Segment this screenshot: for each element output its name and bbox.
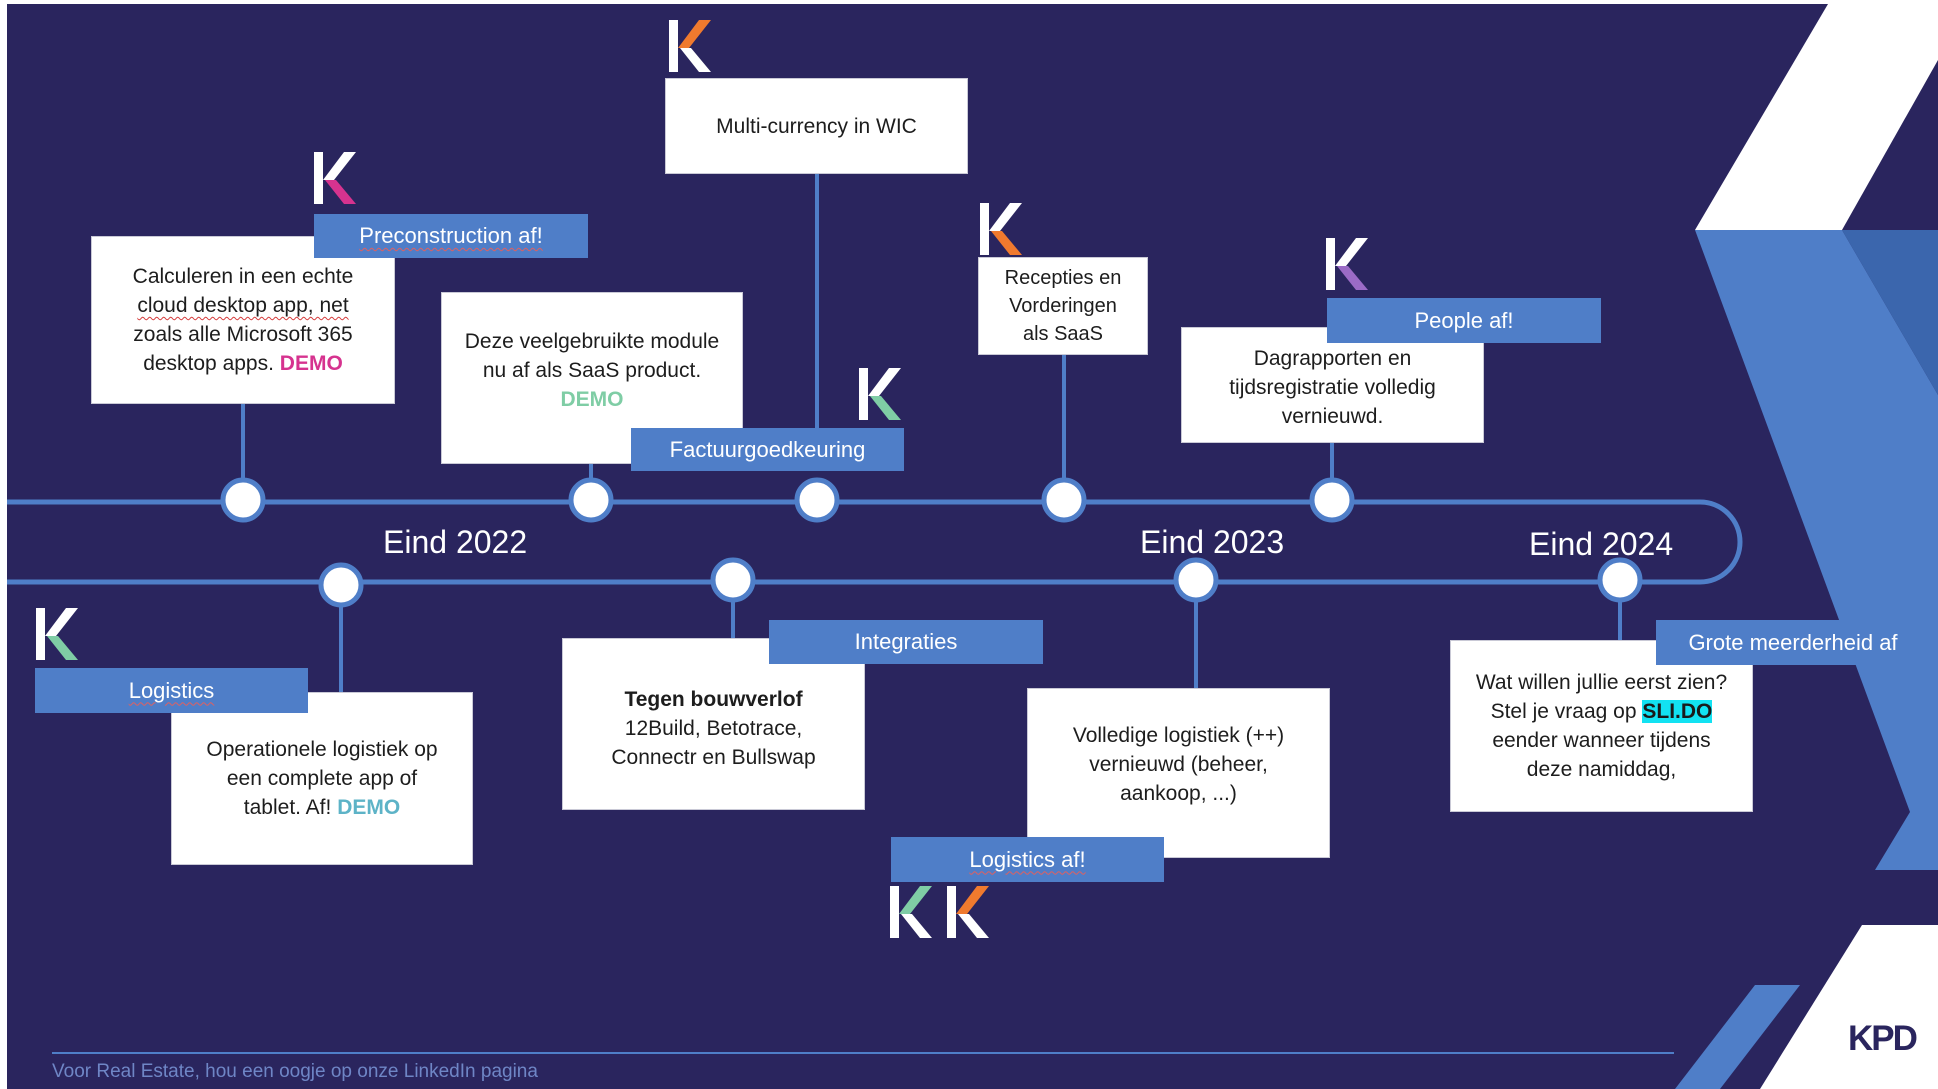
card-line: Stel je vraag op SLI.DO (1491, 697, 1713, 726)
milestone-card-sli-do: Wat willen jullie eerst zien? Stel je vr… (1450, 640, 1753, 812)
card-line-text: desktop apps. (143, 352, 274, 375)
timeline-node (1041, 477, 1087, 523)
teal-k-icon (890, 886, 932, 938)
chevron-dark-overlay (1842, 230, 1938, 395)
card-line: vernieuwd. (1281, 404, 1384, 428)
card-line: nu af als SaaS product. (482, 358, 702, 382)
orange-k-icon (980, 203, 1022, 255)
timeline-node (220, 477, 266, 523)
corner-white (1760, 925, 1938, 1089)
tag-people: People af! (1327, 298, 1601, 343)
card-line: Deze veelgebruikte module (464, 329, 720, 353)
purple-k-icon (1326, 238, 1368, 290)
timeline-node (1597, 557, 1643, 603)
tag-label: Logistics af! (969, 846, 1086, 872)
card-line: eender wanneer tijdens (1492, 729, 1711, 752)
card-line: Operationele logistiek op (206, 738, 438, 761)
milestone-card-logistics-renewed: Volledige logistiek (++) vernieuwd (behe… (1027, 688, 1330, 858)
timeline-node (1173, 557, 1219, 603)
card-line: vernieuwd (beheer, (1089, 752, 1268, 776)
card-line: Dagrapporten en (1253, 346, 1412, 370)
year-label: Eind 2024 (1529, 526, 1674, 562)
timeline-node (710, 557, 756, 603)
footer-text: Voor Real Estate, hou een oogje op onze … (52, 1061, 538, 1082)
card-line: tijdsregistratie volledig (1229, 375, 1436, 399)
year-label: Eind 2023 (1140, 524, 1285, 560)
demo-link[interactable]: DEMO (279, 352, 343, 375)
card-line: tablet. Af! DEMO (244, 793, 400, 822)
card-line: zoals alle Microsoft 365 (133, 323, 353, 346)
card-line: als SaaS (1022, 323, 1104, 345)
tag-logistics-af: Logistics af! (891, 837, 1164, 882)
green-k-icon (859, 368, 901, 420)
milestone-card-multi-currency: Multi-currency in WIC (665, 78, 968, 174)
tag-label: Preconstruction af! (359, 223, 543, 248)
card-title: Tegen bouwverlof (624, 687, 803, 711)
card-line: 12Build, Betotrace, (624, 716, 803, 740)
milestone-card-integraties: Tegen bouwverlof 12Build, Betotrace, Con… (562, 638, 865, 810)
card-line: Wat willen jullie eerst zien? (1475, 671, 1728, 694)
slido-link[interactable]: SLI.DO (1642, 700, 1713, 723)
card-line: deze namiddag, (1526, 758, 1677, 781)
tag-integraties: Integraties (769, 620, 1043, 664)
milestone-card-preconstruction: Calculeren in een echte cloud desktop ap… (91, 236, 395, 404)
milestone-card-logistics: Operationele logistiek op een complete a… (171, 692, 473, 865)
tag-grote-meerderheid: Grote meerderheid af (1656, 620, 1930, 665)
orange-k-icon (669, 20, 711, 72)
tag-label: Logistics (128, 677, 215, 703)
timeline-rail (7, 499, 1743, 585)
card-line-text: cloud desktop app, net (137, 294, 349, 317)
card-line: Calculeren in een echte (132, 265, 354, 288)
milestone-card-saas-module: Deze veelgebruikte module nu af als SaaS… (441, 292, 743, 464)
timeline-node (794, 477, 840, 523)
card-line: Volledige logistiek (++) (1072, 723, 1285, 747)
card-line: een complete app of (226, 767, 418, 790)
demo-link[interactable]: DEMO (337, 796, 401, 819)
milestone-card-recepties: Recepties en Vorderingen als SaaS (978, 257, 1148, 355)
orange-k-icon (947, 886, 989, 938)
demo-link[interactable]: DEMO (560, 387, 624, 411)
chevron-white-top (1695, 4, 1938, 230)
card-line-text: Stel je vraag op (1490, 700, 1637, 723)
timeline-node (1309, 477, 1355, 523)
card-line: aankoop, ...) (1120, 781, 1237, 805)
tag-factuurgoedkeuring: Factuurgoedkeuring (631, 428, 904, 471)
card-line: Recepties en (1004, 267, 1122, 289)
card-line: Vorderingen (1009, 295, 1117, 317)
milestone-card-people: Dagrapporten en tijdsregistratie volledi… (1181, 327, 1484, 443)
pink-k-icon (314, 152, 356, 204)
tag-preconstruction: Preconstruction af! (314, 214, 588, 258)
brand-logo: KPD (1848, 1019, 1918, 1058)
card-line-text: tablet. Af! (243, 796, 332, 819)
year-label: Eind 2022 (383, 524, 528, 560)
teal-k-icon (36, 608, 78, 660)
timeline-node (568, 477, 614, 523)
tag-logistics: Logistics (35, 668, 308, 713)
timeline-node (318, 562, 364, 608)
card-line: Multi-currency in WIC (716, 114, 917, 138)
card-line: desktop apps. DEMO (143, 349, 343, 378)
chevron-blue (1695, 230, 1938, 870)
card-line: cloud desktop app, net (137, 291, 348, 320)
card-line: Connectr en Bullswap (611, 745, 816, 769)
corner-stripe-blue (1675, 985, 1800, 1089)
